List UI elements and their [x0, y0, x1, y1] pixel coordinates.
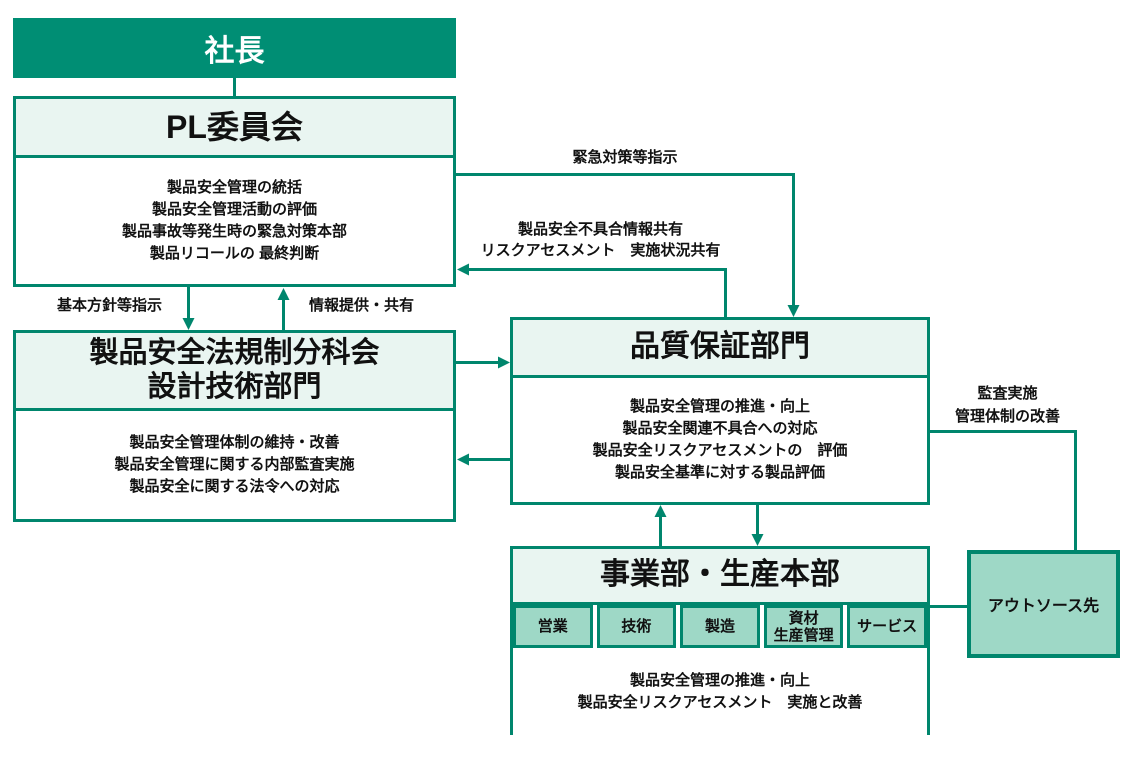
business-division-title: 事業部・生産本部 — [600, 558, 840, 592]
subcommittee-box: 製品安全法規制分科会 設計技術部門 製品安全管理体制の維持・改善 製品安全管理に… — [13, 330, 456, 522]
quality-assurance-header: 品質保証部門 — [513, 320, 927, 378]
pl-committee-box: PL委員会 製品安全管理の統括 製品安全管理活動の評価 製品事故等発生時の緊急対… — [13, 96, 456, 287]
label-audit: 監査実施 管理体制の改善 — [954, 385, 1060, 425]
pl-committee-header: PL委員会 — [16, 99, 453, 158]
connector-audit-to-outsource — [930, 430, 1077, 550]
subcommittee-title-line2: 設計技術部門 — [147, 370, 322, 403]
subcommittee-header: 製品安全法規制分科会 設計技術部門 — [16, 333, 453, 411]
department-cell-service: サービス — [847, 605, 927, 648]
business-division-header: 事業部・生産本部 — [513, 549, 927, 605]
quality-assurance-box: 品質保証部門 製品安全管理の推進・向上 製品安全関連不具合への対応 製品安全リス… — [510, 317, 930, 505]
department-cell-technology: 技術 — [596, 605, 677, 648]
subcommittee-item: 製品安全管理に関する内部監査実施 — [114, 456, 355, 473]
quality-assurance-item: 製品安全関連不具合への対応 — [622, 420, 818, 437]
business-division-item: 製品安全リスクアセスメント 実施と改善 — [577, 693, 863, 711]
department-row: 営業 技術 製造 資材 生産管理 サービス — [513, 605, 927, 648]
quality-assurance-title: 品質保証部門 — [630, 330, 810, 364]
business-division-body: 製品安全管理の推進・向上 製品安全リスクアセスメント 実施と改善 — [513, 648, 927, 735]
department-cell-materials-production: 資材 生産管理 — [763, 605, 844, 648]
quality-assurance-body: 製品安全管理の推進・向上 製品安全関連不具合への対応 製品安全リスクアセスメント… — [513, 378, 927, 502]
pl-committee-item: 製品安全管理の統括 — [166, 179, 302, 196]
business-division-item: 製品安全管理の推進・向上 — [629, 671, 810, 689]
business-division-box: 事業部・生産本部 営業 技術 製造 資材 生産管理 サービス 製品安全管理の推進… — [510, 546, 930, 735]
subcommittee-body: 製品安全管理体制の維持・改善 製品安全管理に関する内部監査実施 製品安全に関する… — [16, 411, 453, 519]
quality-assurance-item: 製品安全基準に対する製品評価 — [614, 464, 825, 481]
pl-committee-item: 製品リコールの 最終判断 — [149, 245, 320, 262]
label-basic-policy-instruction: 基本方針等指示 — [56, 297, 162, 314]
pl-committee-body: 製品安全管理の統括 製品安全管理活動の評価 製品事故等発生時の緊急対策本部 製品… — [16, 158, 453, 284]
subcommittee-title-line1: 製品安全法規制分科会 — [89, 337, 380, 370]
department-cell-sales: 営業 — [513, 605, 593, 648]
department-cell-manufacturing: 製造 — [680, 605, 760, 648]
label-info-provision-share: 情報提供・共有 — [308, 297, 414, 314]
quality-assurance-item: 製品安全管理の推進・向上 — [629, 398, 810, 415]
label-defect-info-share: 製品安全不具合情報共有 リスクアセスメント 実施状況共有 — [480, 221, 721, 259]
outsource-title: アウトソース先 — [987, 598, 1100, 615]
president-title: 社長 — [204, 35, 265, 68]
subcommittee-item: 製品安全管理体制の維持・改善 — [129, 434, 340, 451]
subcommittee-item: 製品安全に関する法令への対応 — [129, 478, 340, 495]
connector-defect-info-share — [457, 263, 727, 317]
pl-committee-title: PL委員会 — [166, 108, 303, 145]
president-box: 社長 — [13, 18, 456, 78]
quality-assurance-item: 製品安全リスクアセスメントの 評価 — [592, 442, 848, 459]
outsource-box: アウトソース先 — [967, 550, 1120, 658]
pl-committee-item: 製品事故等発生時の緊急対策本部 — [121, 223, 347, 240]
pl-committee-item: 製品安全管理活動の評価 — [151, 201, 317, 218]
label-emergency-instruction: 緊急対策等指示 — [572, 149, 678, 166]
